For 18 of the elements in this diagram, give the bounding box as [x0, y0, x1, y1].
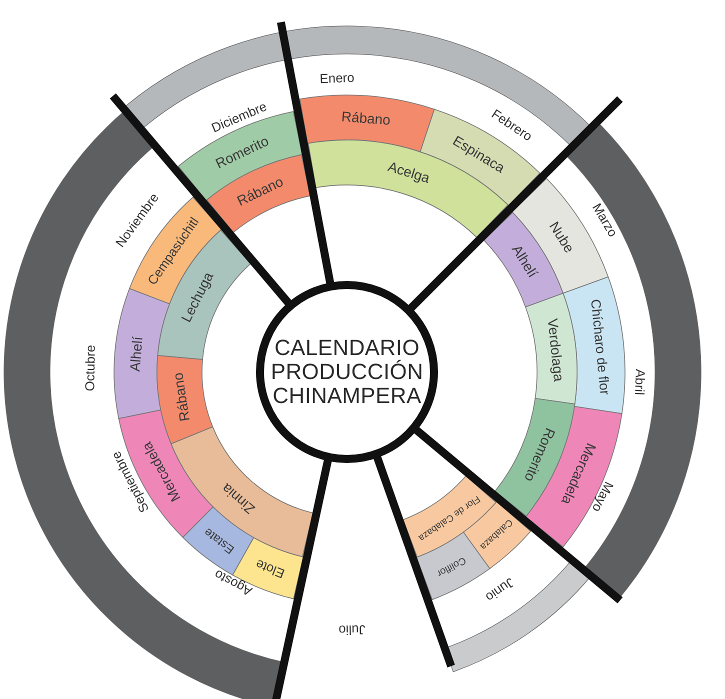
crop-name: Rábano: [170, 372, 192, 422]
month-label: Junio: [483, 576, 516, 604]
month-label: Abril: [632, 369, 647, 396]
crop-name: Verdolaga: [546, 318, 566, 382]
crop-name: Acelga: [386, 158, 432, 185]
crop-segment: [114, 288, 170, 419]
crop-segment: [299, 95, 435, 152]
crop-name: Chícharo de flor: [588, 298, 612, 396]
crop-segment: [563, 276, 625, 414]
calendar-title: CALENDARIO PRODUCCIÓN CHINAMPERA: [270, 336, 424, 408]
crop-segment: [525, 406, 622, 547]
month-label: Octubre: [83, 344, 97, 391]
crop-name: Rábano: [341, 109, 392, 128]
crop-name: Alhelí: [128, 336, 145, 373]
month-label: Enero: [319, 71, 354, 86]
month-label: Julio: [338, 623, 365, 637]
crop-segment: [525, 293, 577, 405]
crop-name: Elote: [254, 558, 286, 580]
